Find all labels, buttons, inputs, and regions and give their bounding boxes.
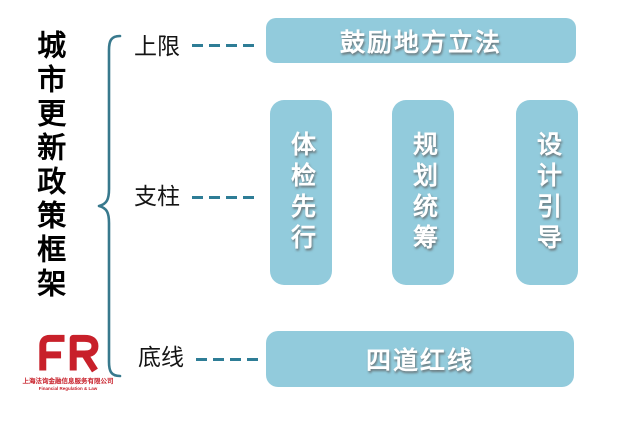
level-label-upper: 上限 — [134, 33, 180, 59]
fr-logo-icon — [39, 334, 99, 373]
box-local-legislation: 鼓励地方立法 — [266, 18, 576, 63]
level-label-bottom: 底线 — [138, 344, 184, 370]
pillar-design-guidance: 设计引导 — [516, 100, 578, 285]
box-red-lines-label: 四道红线 — [365, 347, 474, 375]
pillar-health-check: 体检先行 — [270, 100, 332, 285]
pillar-health-check-label: 体检先行 — [287, 130, 316, 255]
level-label-pillars: 支柱 — [134, 183, 180, 209]
logo-company-name-en: Financial Regulation & Law — [38, 386, 98, 392]
pillar-design-guidance-label: 设计引导 — [533, 130, 562, 255]
dashed-connector-upper — [192, 44, 254, 47]
pillar-planning-coordination: 规划统筹 — [392, 100, 454, 285]
brace-icon — [97, 34, 122, 378]
logo-company-name-cn: 上海法询金融信息服务有限公司 — [22, 378, 114, 385]
dashed-connector-middle — [192, 196, 254, 199]
pillar-planning-coordination-label: 规划统筹 — [409, 130, 438, 255]
diagram-title: 城市更新政策框架 — [32, 30, 65, 302]
fr-logo: 上海法询金融信息服务有限公司 Financial Regulation & La… — [18, 334, 118, 392]
box-red-lines: 四道红线 — [266, 331, 574, 387]
dashed-connector-lower — [196, 358, 258, 361]
box-local-legislation-label: 鼓励地方立法 — [339, 28, 502, 57]
